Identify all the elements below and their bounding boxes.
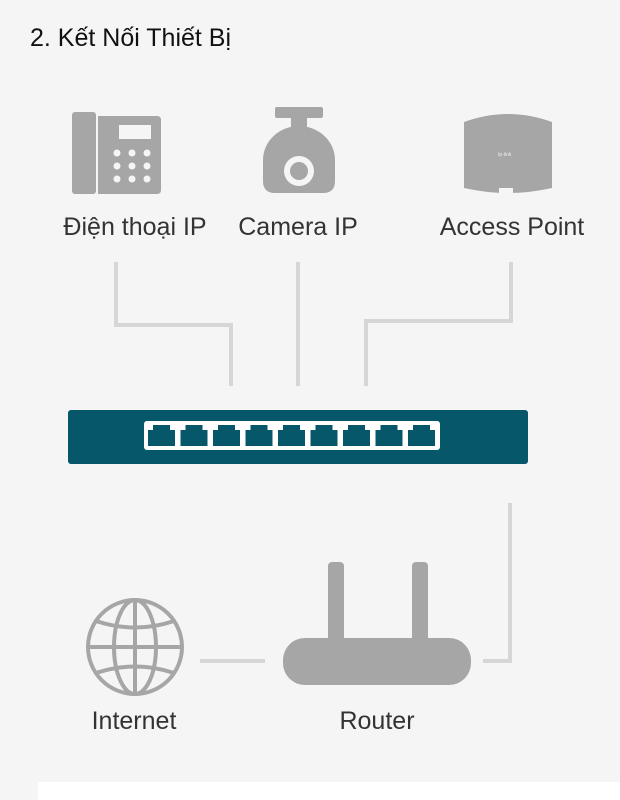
globe-icon (86, 598, 184, 696)
ip-phone-label: Điện thoại IP (63, 213, 207, 241)
router-icon (283, 562, 471, 685)
switch-port-icon (278, 425, 305, 446)
switch-to-router-line (483, 503, 512, 663)
ap-to-switch-line (364, 262, 513, 386)
switch-port-icon (245, 425, 273, 446)
switch-port-icon (408, 425, 435, 446)
network-switch-icon (68, 410, 528, 464)
switch-ports (148, 425, 435, 446)
router-label: Router (339, 707, 415, 735)
switch-port-icon (310, 425, 338, 446)
switch-port-icon (375, 425, 403, 446)
switch-port-icon (148, 425, 175, 446)
switch-port-icon (180, 425, 208, 446)
connection-lines (114, 262, 513, 663)
access-point-logo: tp-link (498, 152, 512, 158)
page-title: 2. Kết Nối Thiết Bị (30, 24, 232, 52)
access-point-label: Access Point (439, 213, 585, 241)
switch-port-icon (343, 425, 370, 446)
access-point-icon: tp-link (464, 114, 552, 194)
phone-to-switch-line (114, 262, 233, 386)
internet-label: Internet (91, 707, 177, 735)
switch-port-icon (213, 425, 240, 446)
camera-icon (263, 107, 335, 193)
bottom-panel (38, 782, 620, 800)
ip-phone-icon (72, 112, 161, 194)
camera-label: Camera IP (238, 213, 358, 241)
